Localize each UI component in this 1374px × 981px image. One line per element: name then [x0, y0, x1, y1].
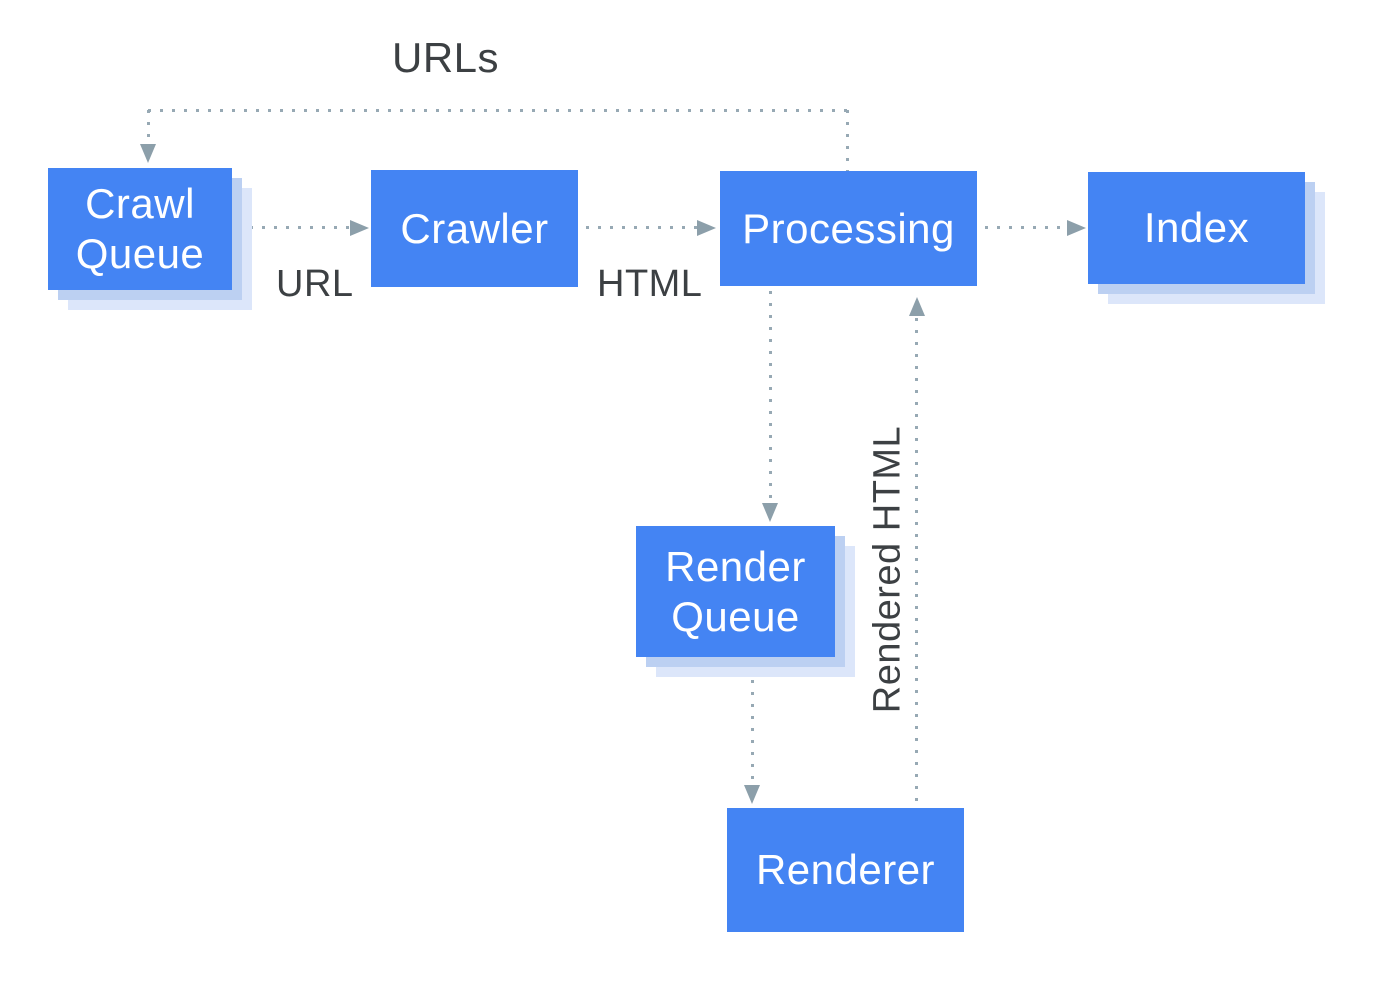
edge-processing-to-crawlqueue-horizontal — [148, 109, 849, 112]
arrowhead-up-icon — [909, 297, 925, 316]
edge-label-url: URL — [276, 263, 354, 305]
node-renderer: Renderer — [727, 808, 964, 932]
edge-crawler-to-processing — [586, 226, 697, 229]
arrowhead-down-icon — [744, 785, 760, 804]
arrowhead-right-icon — [1067, 220, 1086, 236]
node-label: Processing — [742, 204, 955, 252]
node-processing: Processing — [720, 171, 977, 286]
node-crawler: Crawler — [371, 170, 578, 287]
edge-processing-to-crawlqueue-vertical-right — [846, 110, 849, 171]
node-label: Crawl Queue — [75, 180, 205, 277]
edge-processing-to-renderqueue — [769, 291, 772, 503]
arrowhead-right-icon — [697, 220, 716, 236]
edge-label-html: HTML — [597, 263, 703, 305]
node-label: Crawler — [400, 204, 549, 252]
edge-processing-to-index — [985, 226, 1067, 229]
node-render-queue: Render Queue — [636, 526, 835, 657]
node-label: Index — [1143, 204, 1250, 252]
node-crawl-queue: Crawl Queue — [48, 168, 232, 290]
node-label: Renderer — [755, 846, 936, 894]
node-index: Index — [1088, 172, 1305, 284]
edge-renderqueue-to-renderer — [751, 680, 754, 785]
edge-processing-to-crawlqueue-vertical-left — [147, 110, 150, 144]
edge-label-rendered-html: Rendered HTML — [866, 425, 909, 714]
edge-renderer-to-processing — [915, 318, 918, 806]
node-label: Render Queue — [665, 542, 806, 640]
arrowhead-down-icon — [762, 503, 778, 522]
arrowhead-down-icon — [140, 144, 156, 163]
arrowhead-right-icon — [350, 220, 369, 236]
edge-crawlqueue-to-crawler — [250, 226, 350, 229]
edge-label-urls: URLs — [392, 34, 500, 81]
